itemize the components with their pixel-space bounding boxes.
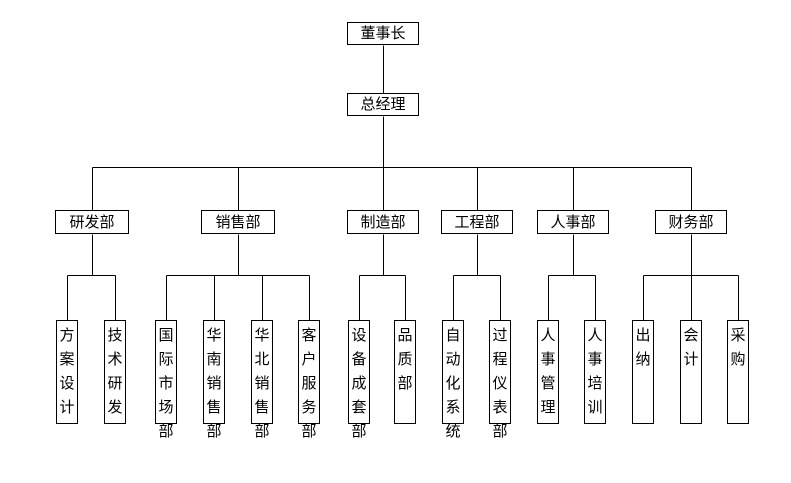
unit-label: 过程仪表部 bbox=[492, 326, 508, 440]
unit-box: 品质部 bbox=[394, 320, 416, 424]
department-box: 制造部 bbox=[347, 210, 419, 234]
general-manager-label: 总经理 bbox=[360, 95, 406, 113]
chairman-box: 董事长 bbox=[347, 22, 419, 45]
unit-box: 采购 bbox=[727, 320, 749, 424]
department-label: 制造部 bbox=[360, 212, 406, 231]
unit-box: 华南销售部 bbox=[203, 320, 225, 440]
unit-box: 过程仪表部 bbox=[489, 320, 511, 440]
chairman-label: 董事长 bbox=[360, 24, 406, 42]
unit-box: 设备成套部 bbox=[348, 320, 370, 440]
unit-label: 自动化系统 bbox=[445, 326, 461, 440]
department-label: 研发部 bbox=[69, 212, 115, 231]
general-manager-box: 总经理 bbox=[347, 93, 419, 116]
unit-label: 技术研发 bbox=[107, 326, 123, 416]
unit-label: 品质部 bbox=[397, 326, 413, 392]
department-box: 研发部 bbox=[55, 210, 129, 234]
unit-box: 人事管理 bbox=[537, 320, 559, 424]
unit-box: 出纳 bbox=[632, 320, 654, 424]
unit-label: 人事管理 bbox=[540, 326, 556, 416]
unit-box: 华北销售部 bbox=[251, 320, 273, 440]
unit-label: 人事培训 bbox=[587, 326, 603, 416]
unit-box: 自动化系统 bbox=[442, 320, 464, 440]
unit-label: 采购 bbox=[730, 326, 746, 368]
unit-label: 客户服务部 bbox=[301, 326, 317, 440]
unit-box: 人事培训 bbox=[584, 320, 606, 424]
department-box: 人事部 bbox=[537, 210, 609, 234]
unit-box: 客户服务部 bbox=[298, 320, 320, 440]
department-box: 销售部 bbox=[201, 210, 275, 234]
department-label: 销售部 bbox=[215, 212, 261, 231]
department-box: 工程部 bbox=[441, 210, 513, 234]
department-label: 人事部 bbox=[550, 212, 596, 231]
unit-label: 华北销售部 bbox=[254, 326, 270, 440]
unit-box: 会计 bbox=[680, 320, 702, 424]
unit-label: 方案设计 bbox=[59, 326, 75, 416]
department-box: 财务部 bbox=[655, 210, 727, 234]
department-label: 工程部 bbox=[454, 212, 500, 231]
unit-label: 华南销售部 bbox=[206, 326, 222, 440]
department-label: 财务部 bbox=[668, 212, 714, 231]
unit-box: 国际市场部 bbox=[155, 320, 177, 440]
unit-box: 方案设计 bbox=[56, 320, 78, 424]
unit-label: 会计 bbox=[683, 326, 699, 368]
unit-label: 国际市场部 bbox=[158, 326, 174, 440]
unit-box: 技术研发 bbox=[104, 320, 126, 424]
unit-label: 出纳 bbox=[635, 326, 651, 368]
unit-label: 设备成套部 bbox=[351, 326, 367, 440]
